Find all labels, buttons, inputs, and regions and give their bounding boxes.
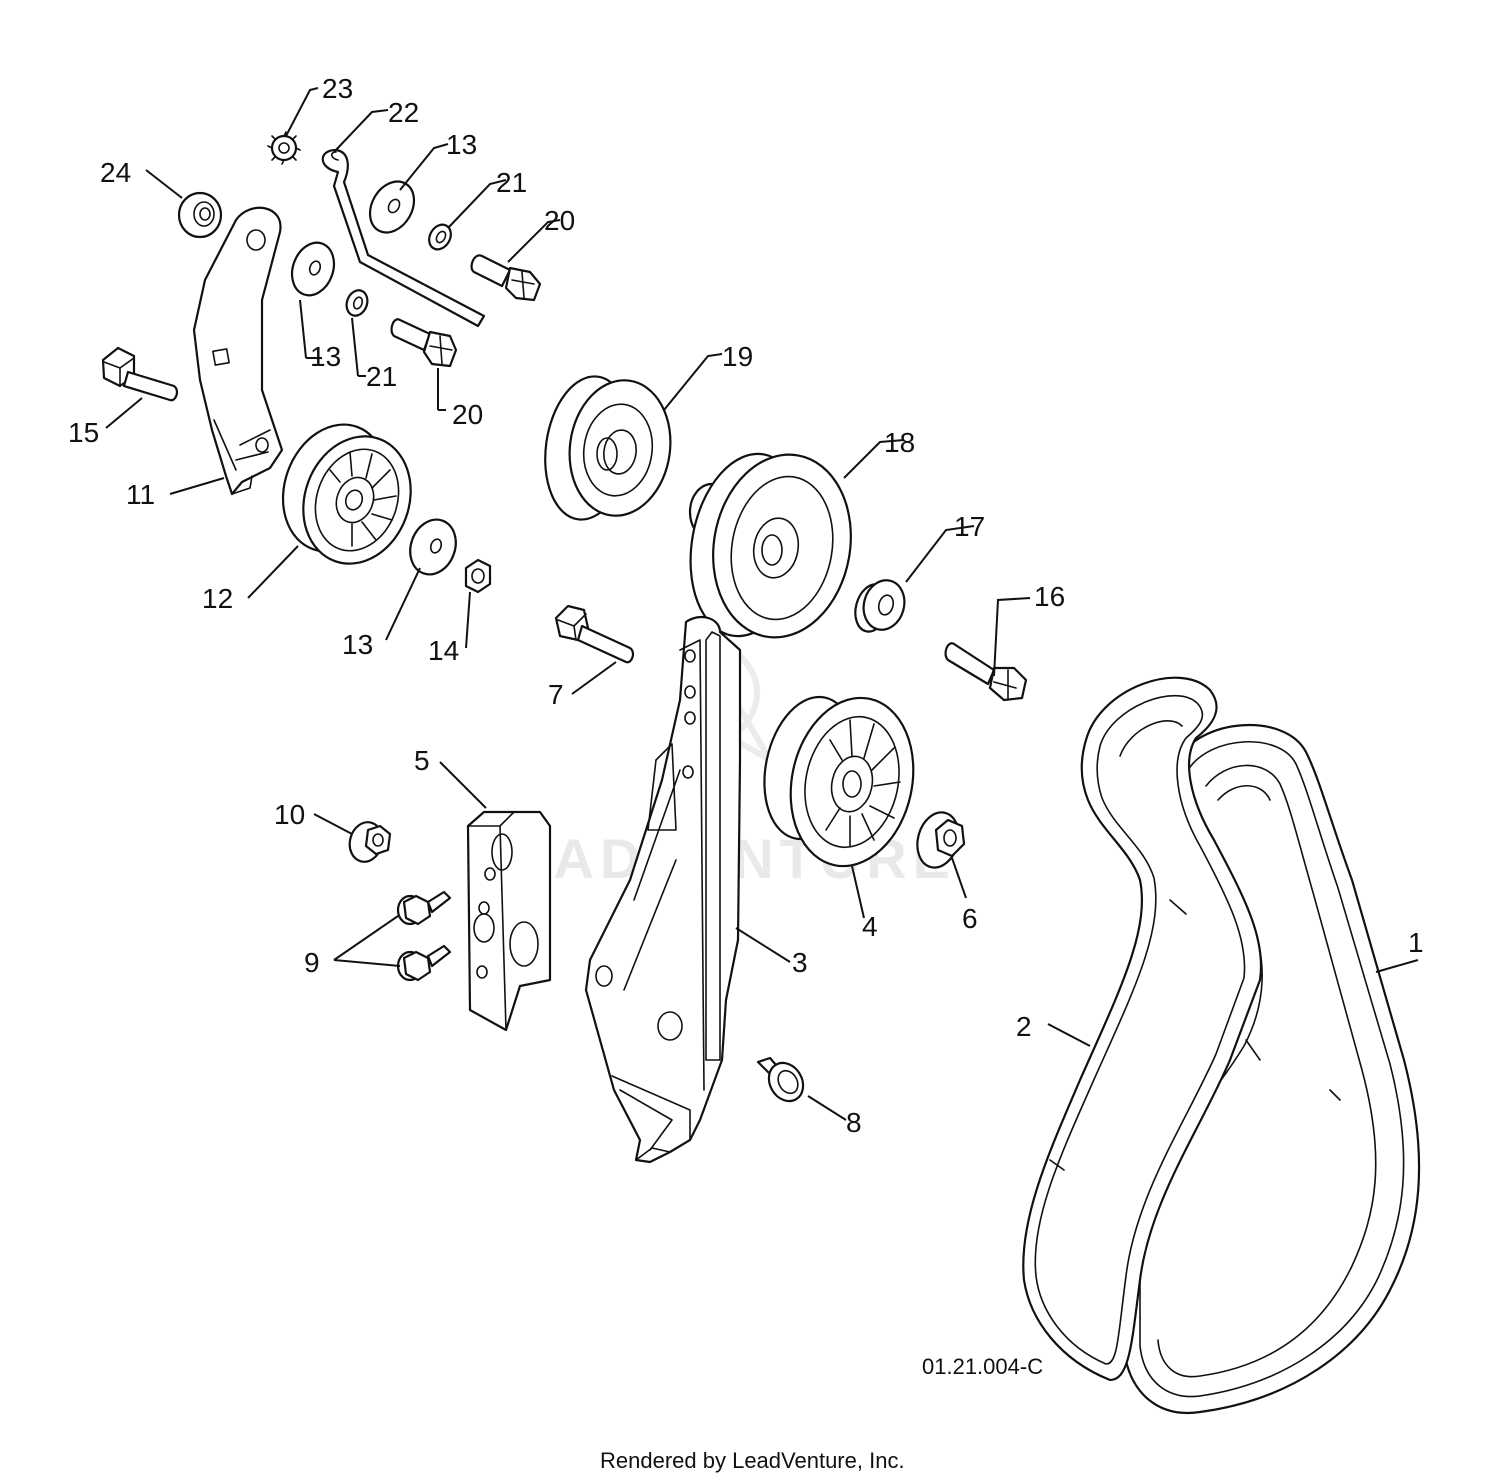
part-13-washer-top[interactable] [361,174,423,241]
callout-5: 5 [414,745,430,776]
callout-18: 18 [884,427,915,458]
callout-11: 11 [126,479,155,510]
part-15-bolt[interactable] [101,346,179,402]
part-10-nut[interactable] [345,819,392,866]
callout-13-top: 13 [446,129,477,160]
part-14-nut[interactable] [464,558,492,594]
callout-21-top: 21 [496,167,527,198]
footer-credit: Rendered by LeadVenture, Inc. [600,1448,905,1473]
callout-7: 7 [548,679,564,710]
part-16-bolt[interactable] [944,642,1028,702]
part-13-washer-mid[interactable] [285,237,341,301]
callout-15: 15 [68,417,99,448]
callout-23: 23 [322,73,353,104]
part-2-belt[interactable] [1022,676,1263,1382]
diagram-code: 01.21.004-C [922,1354,1043,1379]
part-17-spacer[interactable] [850,576,909,636]
part-20-bolt-top[interactable] [470,254,542,302]
part-18-pulley[interactable] [677,444,865,649]
part-3-main-bracket[interactable] [584,615,742,1164]
callout-4: 4 [862,911,878,942]
callout-13-mid: 13 [310,341,341,372]
callout-22: 22 [388,97,419,128]
part-12-idler-pulley[interactable] [266,410,428,579]
callout-14: 14 [428,635,459,666]
part-19-pulley[interactable] [536,371,679,525]
callout-8: 8 [846,1107,862,1138]
callout-10: 10 [274,799,305,830]
leader-lines [105,87,1419,1121]
callout-19: 19 [722,341,753,372]
part-11-idler-bracket[interactable] [192,206,284,496]
callout-6: 6 [962,903,978,934]
part-9-screw-upper[interactable] [396,890,452,926]
callout-9: 9 [304,947,320,978]
callout-24: 24 [100,157,131,188]
callout-21-mid: 21 [366,361,397,392]
part-9-screw-lower[interactable] [396,944,452,982]
part-23-lock-washer[interactable] [267,131,301,165]
callout-20-top: 20 [544,205,575,236]
part-5-guide-plate[interactable] [466,810,552,1032]
part-7-bolt[interactable] [554,604,635,664]
part-6-flange-nut[interactable] [911,808,966,872]
part-4-idler-pulley[interactable] [752,686,928,877]
callout-3: 3 [792,947,808,978]
part-8-shoulder-bolt[interactable] [756,1056,810,1108]
callout-13-lower: 13 [342,629,373,660]
part-21-lock-washer-top[interactable] [425,221,455,254]
callout-12: 12 [202,583,233,614]
callout-16: 16 [1034,581,1065,612]
callout-1: 1 [1408,927,1424,958]
callout-17: 17 [954,511,985,542]
callout-2: 2 [1016,1011,1032,1042]
part-13-washer-lower[interactable] [403,513,463,581]
part-21-lock-washer-mid[interactable] [343,287,371,318]
part-24-bushing[interactable] [177,191,223,239]
part-20-bolt-mid[interactable] [390,318,458,368]
callout-20-mid: 20 [452,399,483,430]
